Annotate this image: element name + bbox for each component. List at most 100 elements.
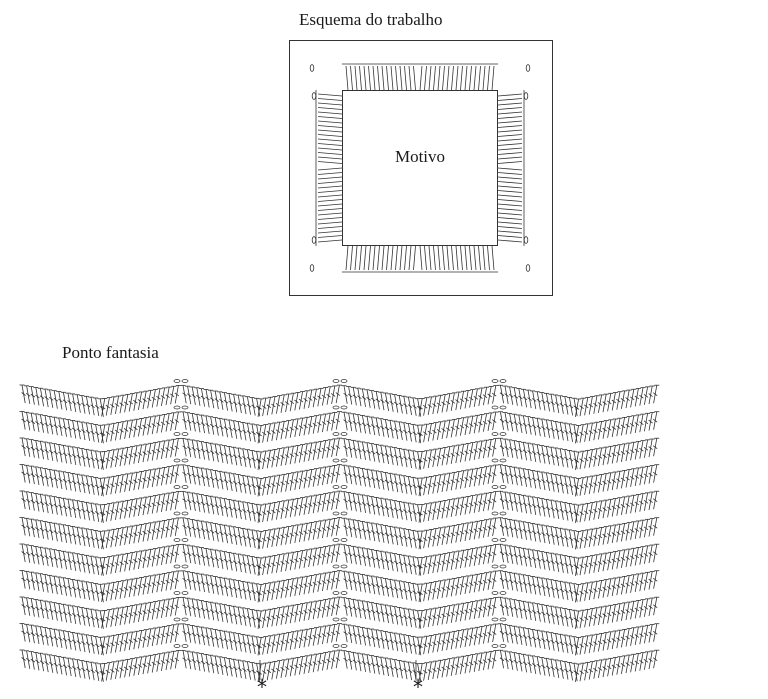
stitch-cross-bar [25,657,31,662]
stitch-cross-bar [384,506,390,510]
stitch-cross-bar [44,475,49,480]
stitch-cross-bar [266,616,272,621]
stitch-cross-bar [518,634,523,638]
border-stitch [455,245,459,271]
stitch-cross-bar [160,580,166,585]
chain-oval [332,458,340,463]
stitch-cross-bar [90,616,95,620]
stitch-cross-bar [160,554,166,558]
stitch-cross-bar [403,615,408,620]
stitch-cross-bar [554,587,560,592]
stitch-cross-bar [487,579,492,583]
stitch-cross-bar [407,616,413,620]
stitch-cross-bar [464,450,469,455]
stitch-cross-bar [616,557,621,562]
stitch-cross-bar [436,667,442,672]
stitch-cross-bar [58,451,63,456]
stitch-cross-bar [242,535,247,540]
stitch-cross-bar [583,590,589,594]
stitch-cross-bar [100,458,106,463]
stitch-cross-bar [536,637,542,642]
stitch-cross-bar [182,392,187,397]
stitch-cross-bar [620,504,626,508]
stitch-cross-bar [370,503,376,508]
border-stitch [451,65,454,91]
stitch-cross-bar [123,401,129,406]
stitch-cross-bar [380,425,385,430]
stitch-cross-bar [191,606,197,610]
stitch-cross-bar [527,450,532,454]
stitch-cross-bar [343,419,348,424]
stitch-cross-bar [487,632,492,636]
stitch-cross-bar [21,604,26,608]
stitch-cross-bar [275,561,281,566]
stitch-cross-bar [343,604,348,609]
stitch-cross-bar [298,451,304,456]
border-stitch [482,65,486,91]
stitch-cross-bar [151,396,157,401]
stitch-cross-bar [455,399,460,403]
stitch-cross-bar [499,471,505,476]
stitch-cross-bar [289,638,295,643]
stitch-cross-bar [261,484,267,489]
stitch-cross-bar [219,425,224,430]
stitch-cross-bar [574,591,580,596]
stitch-cross-bar [620,477,626,482]
stitch-cross-bar [169,631,175,636]
stitch-cross-bar [289,665,295,670]
repeat-marker-left: * [257,675,267,699]
stitch-cross-bar [128,480,134,484]
stitch-cross-bar [361,608,367,612]
stitch-cross-bar [347,579,353,583]
stitch-cross-bar [518,501,523,506]
stitch-cross-bar [478,448,483,452]
stitch-cross-bar [508,500,514,504]
stitch-cross-bar [634,448,640,453]
stitch-cross-bar [427,510,433,514]
stitch-cross-bar [67,506,72,510]
stitch-cross-bar [403,429,408,434]
stitch-cross-bar [536,425,542,430]
chain-oval [340,485,348,489]
stitch-cross-bar [39,448,45,453]
stitch-cross-bar [209,450,215,455]
stitch-cross-bar [156,634,161,639]
stitch-cross-bar [205,449,210,454]
stitch-cross-bar [298,584,304,588]
stitch-cross-bar [522,422,528,427]
stitch-cross-bar [445,612,451,617]
stitch-cross-bar [545,559,551,564]
border-stitch [478,245,481,271]
stitch-cross-bar [366,449,371,454]
stitch-cross-bar [579,590,584,595]
stitch-cross-bar [317,475,322,479]
stitch-cross-bar [237,587,243,592]
stitch-cross-bar [418,485,423,489]
stitch-cross-bar [398,508,404,513]
stitch-cross-bar [352,500,358,505]
chain-oval [491,405,499,410]
chain-oval [491,432,499,436]
stitch-cross-bar [30,473,36,477]
stitch-cross-bar [357,660,362,664]
stitch-cross-bar [133,426,138,431]
stitch-cross-bar [536,610,542,615]
stitch-cross-bar [119,587,124,592]
stitch-cross-bar [639,633,644,637]
stitch-cross-bar [110,642,115,647]
border-stitch [354,245,358,271]
chain-oval [491,485,499,489]
stitch-cross-bar [303,503,308,508]
stitch-cross-bar [499,498,505,503]
border-stitch [424,65,427,91]
stitch-cross-bar [559,667,565,672]
border-stitch [317,156,343,160]
stitch-cross-bar [196,394,201,399]
stitch-cross-bar [357,607,362,611]
stitch-cross-bar [531,398,537,402]
stitch-cross-bar [81,535,86,539]
stitch-cross-bar [169,472,175,477]
chain-oval [181,617,189,622]
stitch-cross-bar [564,403,569,408]
stitch-cross-bar [550,454,555,458]
